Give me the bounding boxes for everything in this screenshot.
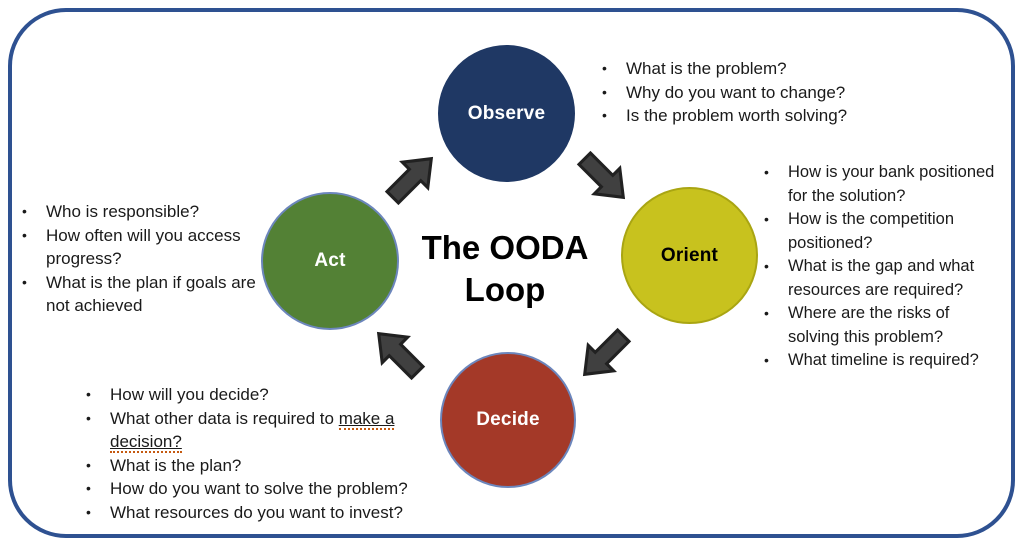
bullet-icon: • (602, 83, 607, 100)
arrow-decide-to-act-icon (354, 309, 442, 397)
node-act: Act (261, 192, 399, 330)
node-decide-label: Decide (476, 409, 540, 430)
bullet-icon: • (22, 226, 27, 243)
list-item-text: Why do you want to change? (626, 82, 846, 102)
list-item: • Why do you want to change? (600, 81, 940, 105)
node-decide: Decide (440, 352, 576, 488)
bullet-icon: • (764, 352, 769, 368)
list-item: • What timeline is required? (762, 349, 1002, 373)
bullet-icon: • (764, 258, 769, 274)
bullet-icon: • (22, 203, 27, 219)
list-item: • How will you decide? (84, 383, 460, 407)
arrow-observe-to-orient-icon (560, 134, 648, 222)
node-act-label: Act (314, 250, 346, 271)
list-item-text: How is your bank positioned for the solu… (788, 163, 995, 205)
bullet-icon: • (602, 107, 607, 123)
list-item-text: Is the problem worth solving? (626, 106, 848, 125)
list-item: • What is the problem? (600, 57, 940, 81)
list-item-text: What timeline is required? (788, 351, 979, 369)
arrow-act-to-observe-icon (368, 134, 456, 222)
list-item-text: What other data is required to make a de… (110, 408, 395, 453)
list-item: • What is the plan? (84, 454, 460, 478)
orient-bullet-list: • How is your bank positioned for the so… (762, 161, 1002, 373)
list-item: • What other data is required to make a … (84, 407, 460, 454)
list-item-text: How do you want to solve the problem? (110, 479, 408, 498)
title-line-1: The OODA (421, 229, 589, 266)
bullet-icon: • (86, 456, 91, 473)
bullet-icon: • (764, 164, 769, 180)
node-observe-label: Observe (467, 102, 546, 124)
rounded-border-frame (8, 8, 1015, 538)
act-bullet-list: • Who is responsible? • How often will y… (20, 200, 260, 318)
list-item: • How often will you access progress? (20, 224, 260, 271)
list-item: • Who is responsible? (20, 200, 260, 224)
list-item-text: Who is responsible? (46, 202, 200, 221)
bullet-icon: • (602, 60, 607, 76)
node-orient-label: Orient (660, 244, 719, 266)
bullet-icon: • (86, 386, 91, 402)
bullet-icon: • (22, 273, 27, 290)
title-line-2: Loop (464, 271, 546, 308)
bullet-icon: • (764, 211, 769, 227)
list-item: • What is the gap and what resources are… (762, 255, 1002, 302)
list-item-text: Where are the risks of solving this prob… (788, 304, 950, 346)
list-item-text: How often will you access progress? (46, 225, 241, 269)
list-item: • What is the plan if goals are not achi… (20, 271, 260, 318)
decide-bullet-list: • How will you decide? • What other data… (84, 383, 460, 524)
bullet-icon: • (86, 503, 91, 520)
bullet-icon: • (86, 409, 91, 426)
list-item-text: What is the plan if goals are not achiev… (46, 272, 256, 316)
node-observe: Observe (438, 45, 575, 182)
list-item-text: What resources do you want to invest? (110, 502, 403, 522)
page-title: The OODA Loop (394, 227, 616, 311)
list-item: • How is your bank positioned for the so… (762, 161, 1002, 208)
node-orient: Orient (621, 187, 758, 324)
list-item: • Is the problem worth solving? (600, 104, 940, 128)
list-item: • How do you want to solve the problem? (84, 477, 460, 501)
observe-bullet-list: • What is the problem? • Why do you want… (600, 57, 940, 128)
list-item: • What resources do you want to invest? (84, 501, 460, 525)
list-item-text: What is the gap and what resources are r… (788, 257, 975, 299)
arrow-orient-to-decide-icon (560, 311, 648, 399)
bullet-icon: • (764, 305, 769, 321)
list-item-text: How is the competition positioned? (788, 210, 954, 252)
list-item-text: What is the plan? (110, 455, 242, 475)
list-item: • Where are the risks of solving this pr… (762, 302, 1002, 349)
bullet-icon: • (86, 480, 91, 496)
list-item-text: How will you decide? (110, 385, 269, 404)
list-item: • How is the competition positioned? (762, 208, 1002, 255)
list-item-text: What is the problem? (626, 59, 787, 78)
